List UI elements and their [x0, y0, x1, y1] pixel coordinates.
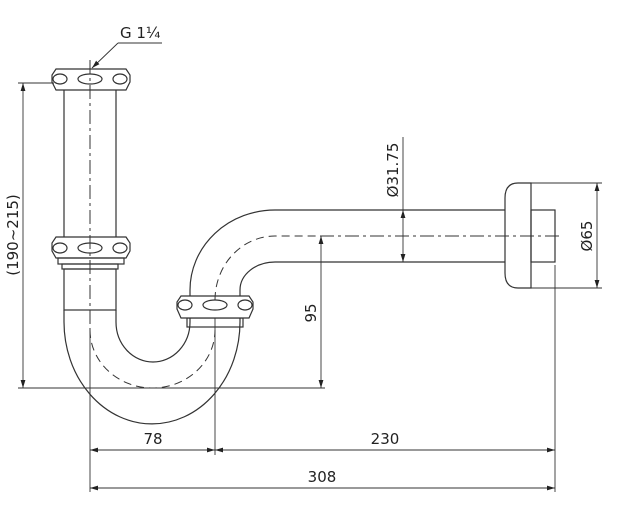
pipe-diameter-label: Ø31.75 [384, 143, 402, 198]
wall-flange [504, 182, 602, 455]
pipe-diameter-dimension: Ø31.75 [384, 137, 406, 262]
height-dimension: (190~215) [4, 82, 325, 389]
wall-distance-label: 230 [371, 430, 400, 448]
top-nut [51, 68, 131, 91]
height-range-label: (190~215) [4, 194, 22, 276]
flange-diameter-dimension: Ø65 [578, 183, 600, 288]
overall-length-label: 308 [308, 468, 337, 486]
thread-size-label: G 1¼ [120, 24, 161, 42]
inlet-pipe [63, 90, 117, 237]
horizontal-dimensions: 78 230 308 [90, 430, 556, 492]
flange-diameter-label: Ø65 [578, 221, 596, 252]
trap-height-label: 95 [302, 303, 320, 322]
center-lines [89, 60, 216, 492]
outlet-pipe [189, 209, 562, 301]
trap-width-label: 78 [143, 430, 162, 448]
trap-height-dimension: 95 [302, 236, 324, 388]
thread-callout: G 1¼ [91, 24, 162, 69]
middle-nut [51, 236, 131, 311]
